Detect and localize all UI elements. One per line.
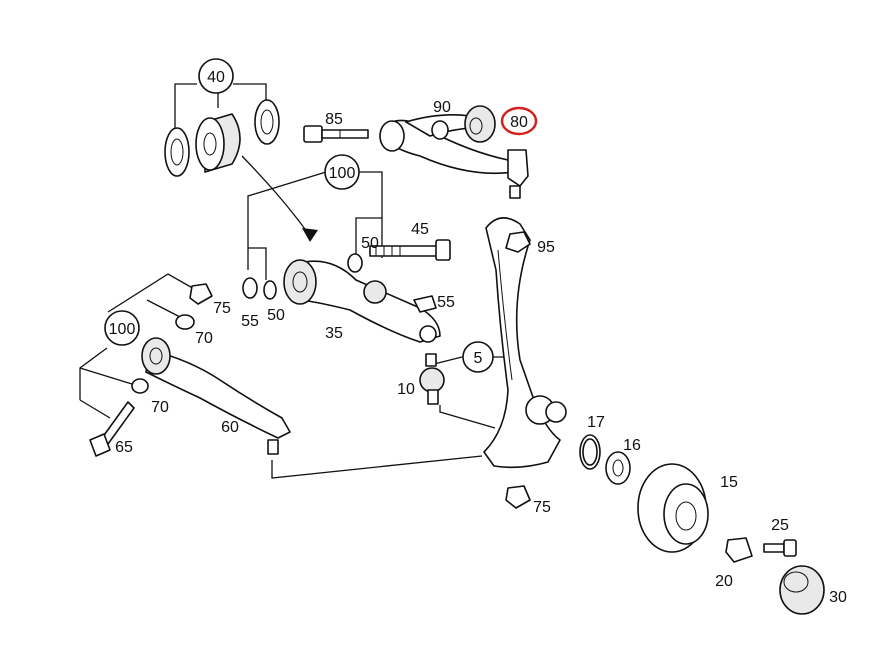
callout-40[interactable]: 40 [198, 58, 234, 94]
bolt-65 [89, 401, 135, 457]
label-80[interactable]: 80 [510, 114, 528, 131]
label-60[interactable]: 60 [221, 419, 239, 436]
callout-100-left[interactable]: 100 [104, 310, 140, 346]
label-45[interactable]: 45 [411, 221, 429, 238]
callout-100-upper-label: 100 [329, 165, 356, 182]
label-70-upper[interactable]: 70 [195, 330, 213, 347]
steering-knuckle-5 [483, 217, 567, 509]
callout-5[interactable]: 5 [462, 341, 494, 373]
ball-joint-10 [419, 353, 445, 405]
label-20[interactable]: 20 [715, 573, 733, 590]
lower-control-arm-35 [283, 259, 441, 343]
label-25[interactable]: 25 [771, 517, 789, 534]
label-55-left[interactable]: 55 [241, 313, 259, 330]
bolt-85 [303, 125, 369, 143]
arrow-indicator [241, 155, 318, 242]
upper-control-arm [379, 105, 529, 199]
label-65[interactable]: 65 [115, 439, 133, 456]
bushing-assembly-40 [164, 99, 280, 177]
label-35[interactable]: 35 [325, 325, 343, 342]
hardware-55-50 [131, 277, 277, 394]
callout-100-upper[interactable]: 100 [324, 154, 360, 190]
hub-parts [579, 434, 709, 553]
label-15[interactable]: 15 [720, 474, 738, 491]
label-85[interactable]: 85 [325, 111, 343, 128]
label-75-left[interactable]: 75 [213, 300, 231, 317]
label-50-lower[interactable]: 50 [267, 307, 285, 324]
label-70-lower[interactable]: 70 [151, 399, 169, 416]
part-labels: 85 90 80 45 50 95 75 55 50 55 70 35 10 7… [115, 99, 847, 606]
callout-5-label: 5 [474, 350, 483, 367]
label-17[interactable]: 17 [587, 414, 605, 431]
label-50-upper[interactable]: 50 [361, 235, 379, 252]
label-75-lower[interactable]: 75 [533, 499, 551, 516]
label-16[interactable]: 16 [623, 437, 641, 454]
label-10[interactable]: 10 [397, 381, 415, 398]
label-90[interactable]: 90 [433, 99, 451, 116]
bolt-45 [347, 239, 451, 273]
highlight-ring-80 [500, 106, 538, 136]
callout-100-left-label: 100 [109, 321, 136, 338]
label-55-right[interactable]: 55 [437, 294, 455, 311]
small-hardware-20-25-30 [725, 537, 825, 615]
label-30[interactable]: 30 [829, 589, 847, 606]
callout-40-label: 40 [207, 69, 225, 86]
control-arm-60 [141, 337, 291, 455]
label-95[interactable]: 95 [537, 239, 555, 256]
